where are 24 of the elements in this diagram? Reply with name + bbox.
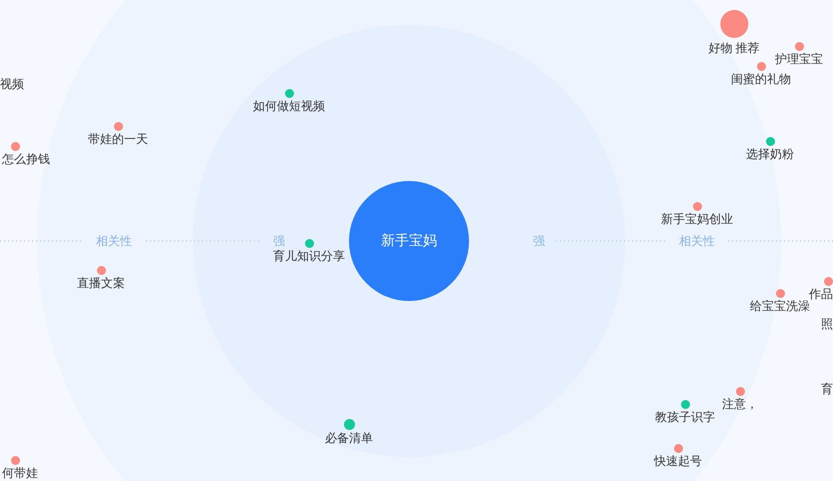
keyword-label: 如何做短视频	[253, 98, 325, 112]
keyword-label: 直播文案	[77, 276, 125, 290]
scale-label: 相关性	[96, 234, 132, 248]
keyword-label: 教孩子识字	[655, 410, 715, 424]
keyword-label: 注意，	[722, 396, 758, 410]
scale-label: 强	[273, 234, 285, 248]
keyword-label: 作品	[809, 286, 833, 300]
keyword-label: 闺蜜的礼物	[731, 72, 791, 86]
keyword-label: 新手宝妈创业	[661, 212, 733, 226]
keyword-label: 必备清单	[325, 430, 373, 444]
keyword-label: 选择奶粉	[746, 146, 794, 160]
keyword-label: 视频	[0, 77, 24, 91]
scale-label: 强	[533, 234, 545, 248]
keyword-label: 好物 推荐	[708, 41, 760, 55]
scale-label: 相关性	[679, 234, 715, 248]
keyword-label: 快速起号	[654, 454, 702, 468]
keyword-label: 护理宝宝	[775, 52, 823, 66]
keyword-label: 怎么挣钱	[2, 152, 50, 166]
keyword-label: 育儿知识分享	[273, 248, 345, 262]
keyword-label: 育	[821, 382, 833, 396]
keyword-label: 带娃的一天	[88, 132, 148, 146]
keyword-label: 给宝宝洗澡	[750, 298, 810, 312]
keyword-label: 照	[821, 317, 833, 331]
keyword-label: 何带娃	[2, 466, 38, 480]
